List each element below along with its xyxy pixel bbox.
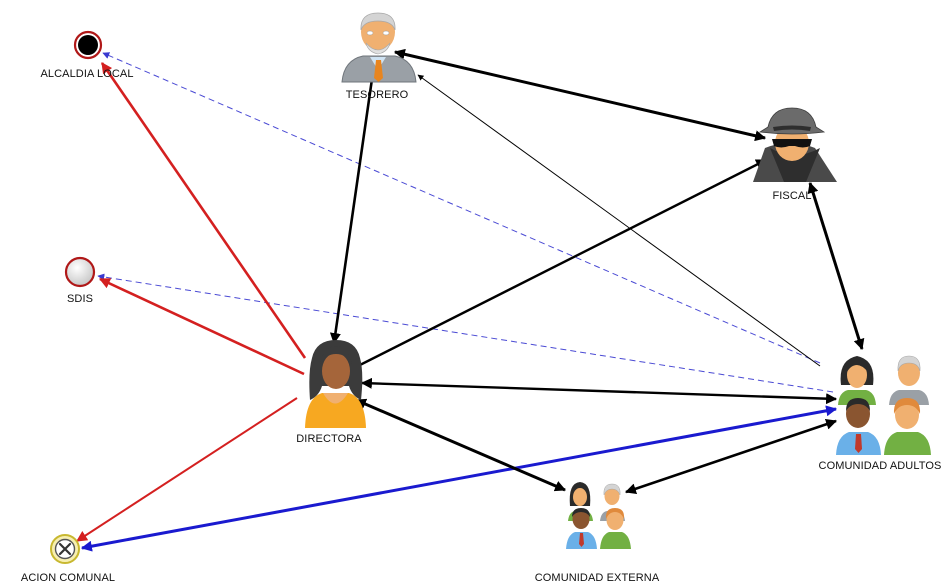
edge-adultos-tesorero (417, 74, 821, 367)
edge-directora-sdis (99, 277, 305, 376)
edge-directora-externa (354, 398, 567, 492)
circle-icon (64, 256, 96, 288)
group-icon (836, 355, 931, 455)
edge-adultos-directora (360, 377, 838, 405)
edge-adultos-externa (624, 418, 838, 495)
x-circle-icon (50, 534, 80, 564)
edge-directora-accion (76, 397, 298, 542)
label-directora: DIRECTORA (296, 433, 362, 445)
edge-adultos-sdis (97, 273, 834, 393)
label-accion-comunal: ACION COMUNAL (20, 572, 116, 584)
label-tesorero: TESORERO (345, 89, 409, 101)
node-tesorero[interactable] (341, 12, 417, 83)
edge-tesorero-fiscal (393, 48, 767, 142)
edge-tesorero-directora (329, 70, 378, 345)
edges (76, 48, 865, 552)
edge-directora-alcaldia (100, 62, 307, 359)
node-sdis[interactable] (64, 256, 96, 288)
node-directora[interactable] (305, 340, 366, 428)
edge-fiscal-directora (349, 158, 767, 372)
node-alcaldia[interactable] (73, 30, 103, 60)
label-sdis: SDIS (66, 293, 94, 305)
edge-adultos-alcaldia (102, 52, 821, 364)
woman-icon (305, 340, 366, 428)
node-accion-comunal[interactable] (50, 534, 80, 564)
black-circle-icon (73, 30, 103, 60)
label-fiscal: FISCAL (772, 190, 812, 202)
node-fiscal[interactable] (753, 107, 837, 182)
group-icon (566, 482, 631, 549)
label-alcaldia-local: ALCALDIA LOCAL (40, 68, 134, 80)
node-comunidad-externa[interactable] (566, 482, 631, 549)
label-comunidad-adultos: COMUNIDAD ADULTOS (818, 460, 942, 472)
node-comunidad-adultos[interactable] (836, 355, 931, 455)
edge-fiscal-adultos (807, 181, 865, 351)
elderly-man-icon (341, 12, 417, 83)
spy-icon (753, 107, 837, 182)
label-comunidad-externa: COMUNIDAD EXTERNA (534, 572, 660, 584)
edge-adultos-accion (80, 405, 838, 552)
